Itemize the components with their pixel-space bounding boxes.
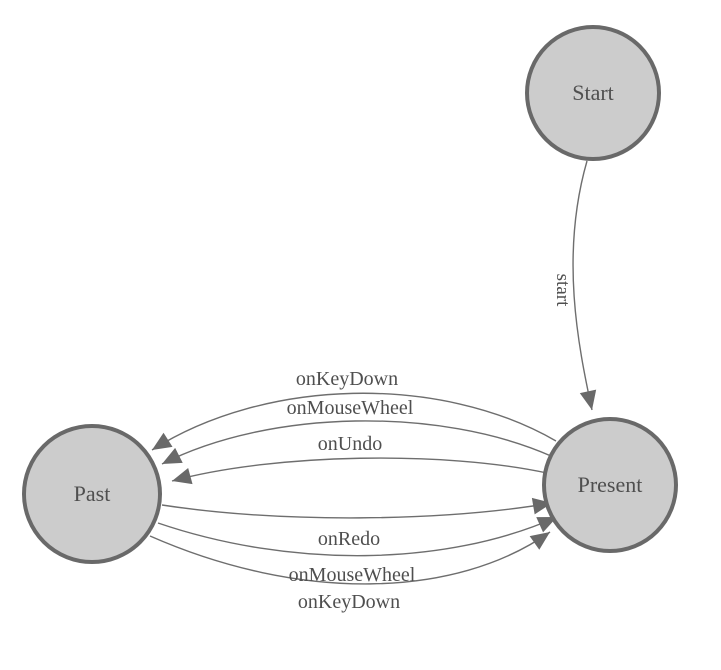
node-start: Start bbox=[525, 25, 661, 161]
node-start-circle bbox=[525, 25, 661, 161]
edge-label-start: start bbox=[552, 274, 573, 307]
node-past-label: Past bbox=[74, 481, 111, 506]
edge-start-to-present bbox=[572, 160, 597, 411]
edge-present-to-past-onmousewheel bbox=[161, 420, 552, 465]
nodes-layer: Start Present Past bbox=[22, 25, 678, 564]
edges-layer bbox=[149, 160, 597, 585]
edge-label-onmousewheel-top: onMouseWheel bbox=[287, 397, 414, 419]
edge-label-onmousewheel-bottom: onMouseWheel bbox=[289, 564, 416, 586]
node-past-circle bbox=[22, 424, 162, 564]
node-present-circle bbox=[542, 417, 678, 553]
node-past: Past bbox=[22, 424, 162, 564]
edge-label-onundo: onUndo bbox=[318, 433, 382, 455]
edge-past-to-present-onmousewheel bbox=[157, 516, 558, 557]
edge-past-to-present-onredo bbox=[161, 497, 553, 519]
edge-label-onkeydown-top: onKeyDown bbox=[296, 368, 398, 390]
node-start-label: Start bbox=[572, 80, 614, 105]
edge-labels-layer: start onKeyDown onMouseWheel onUndo onRe… bbox=[287, 274, 573, 613]
edge-past-to-present-onkeydown bbox=[149, 531, 551, 585]
node-present-label: Present bbox=[578, 472, 643, 497]
node-present: Present bbox=[542, 417, 678, 553]
edge-label-onkeydown-bottom: onKeyDown bbox=[298, 591, 400, 613]
edge-label-onredo: onRedo bbox=[318, 528, 380, 550]
edge-present-to-past-onkeydown bbox=[151, 392, 557, 451]
edge-present-to-past-onundo bbox=[171, 457, 548, 485]
